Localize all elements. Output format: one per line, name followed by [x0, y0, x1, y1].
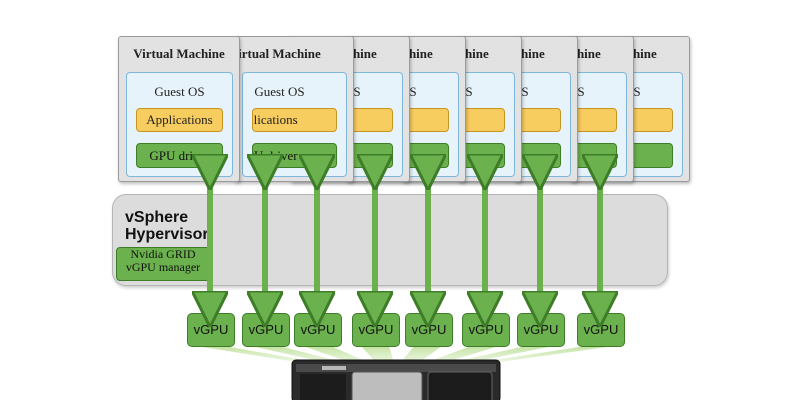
guest-os-label: Guest OS — [254, 84, 305, 99]
applications-box: Applications — [252, 108, 337, 132]
virtual-machine-card-1: Virtual Machine Guest OS Applications GP… — [118, 36, 240, 182]
vm-title: Virtual Machine — [229, 46, 321, 61]
manager-label-line-1: Nvidia GRID — [130, 247, 196, 261]
guest-os-box: Guest OS Applications GPU driver — [126, 72, 233, 177]
guest-os-label: Guest OS — [154, 84, 205, 99]
applications-label: Applications — [253, 112, 298, 127]
vm-title: Virtual Machine — [133, 46, 225, 61]
hypervisor-title-line-1: vSphere — [125, 209, 189, 226]
manager-label-line-2: vGPU manager — [125, 260, 201, 274]
gpu-card-icon — [291, 359, 501, 400]
hypervisor-title-line-2: Hypervisor — [125, 226, 209, 243]
hypervisor-title: vSphere Hypervisor — [125, 209, 209, 243]
applications-box: Applications — [136, 108, 223, 132]
nvidia-grid-vgpu-manager-box: Nvidia GRID vGPU manager — [116, 247, 210, 281]
